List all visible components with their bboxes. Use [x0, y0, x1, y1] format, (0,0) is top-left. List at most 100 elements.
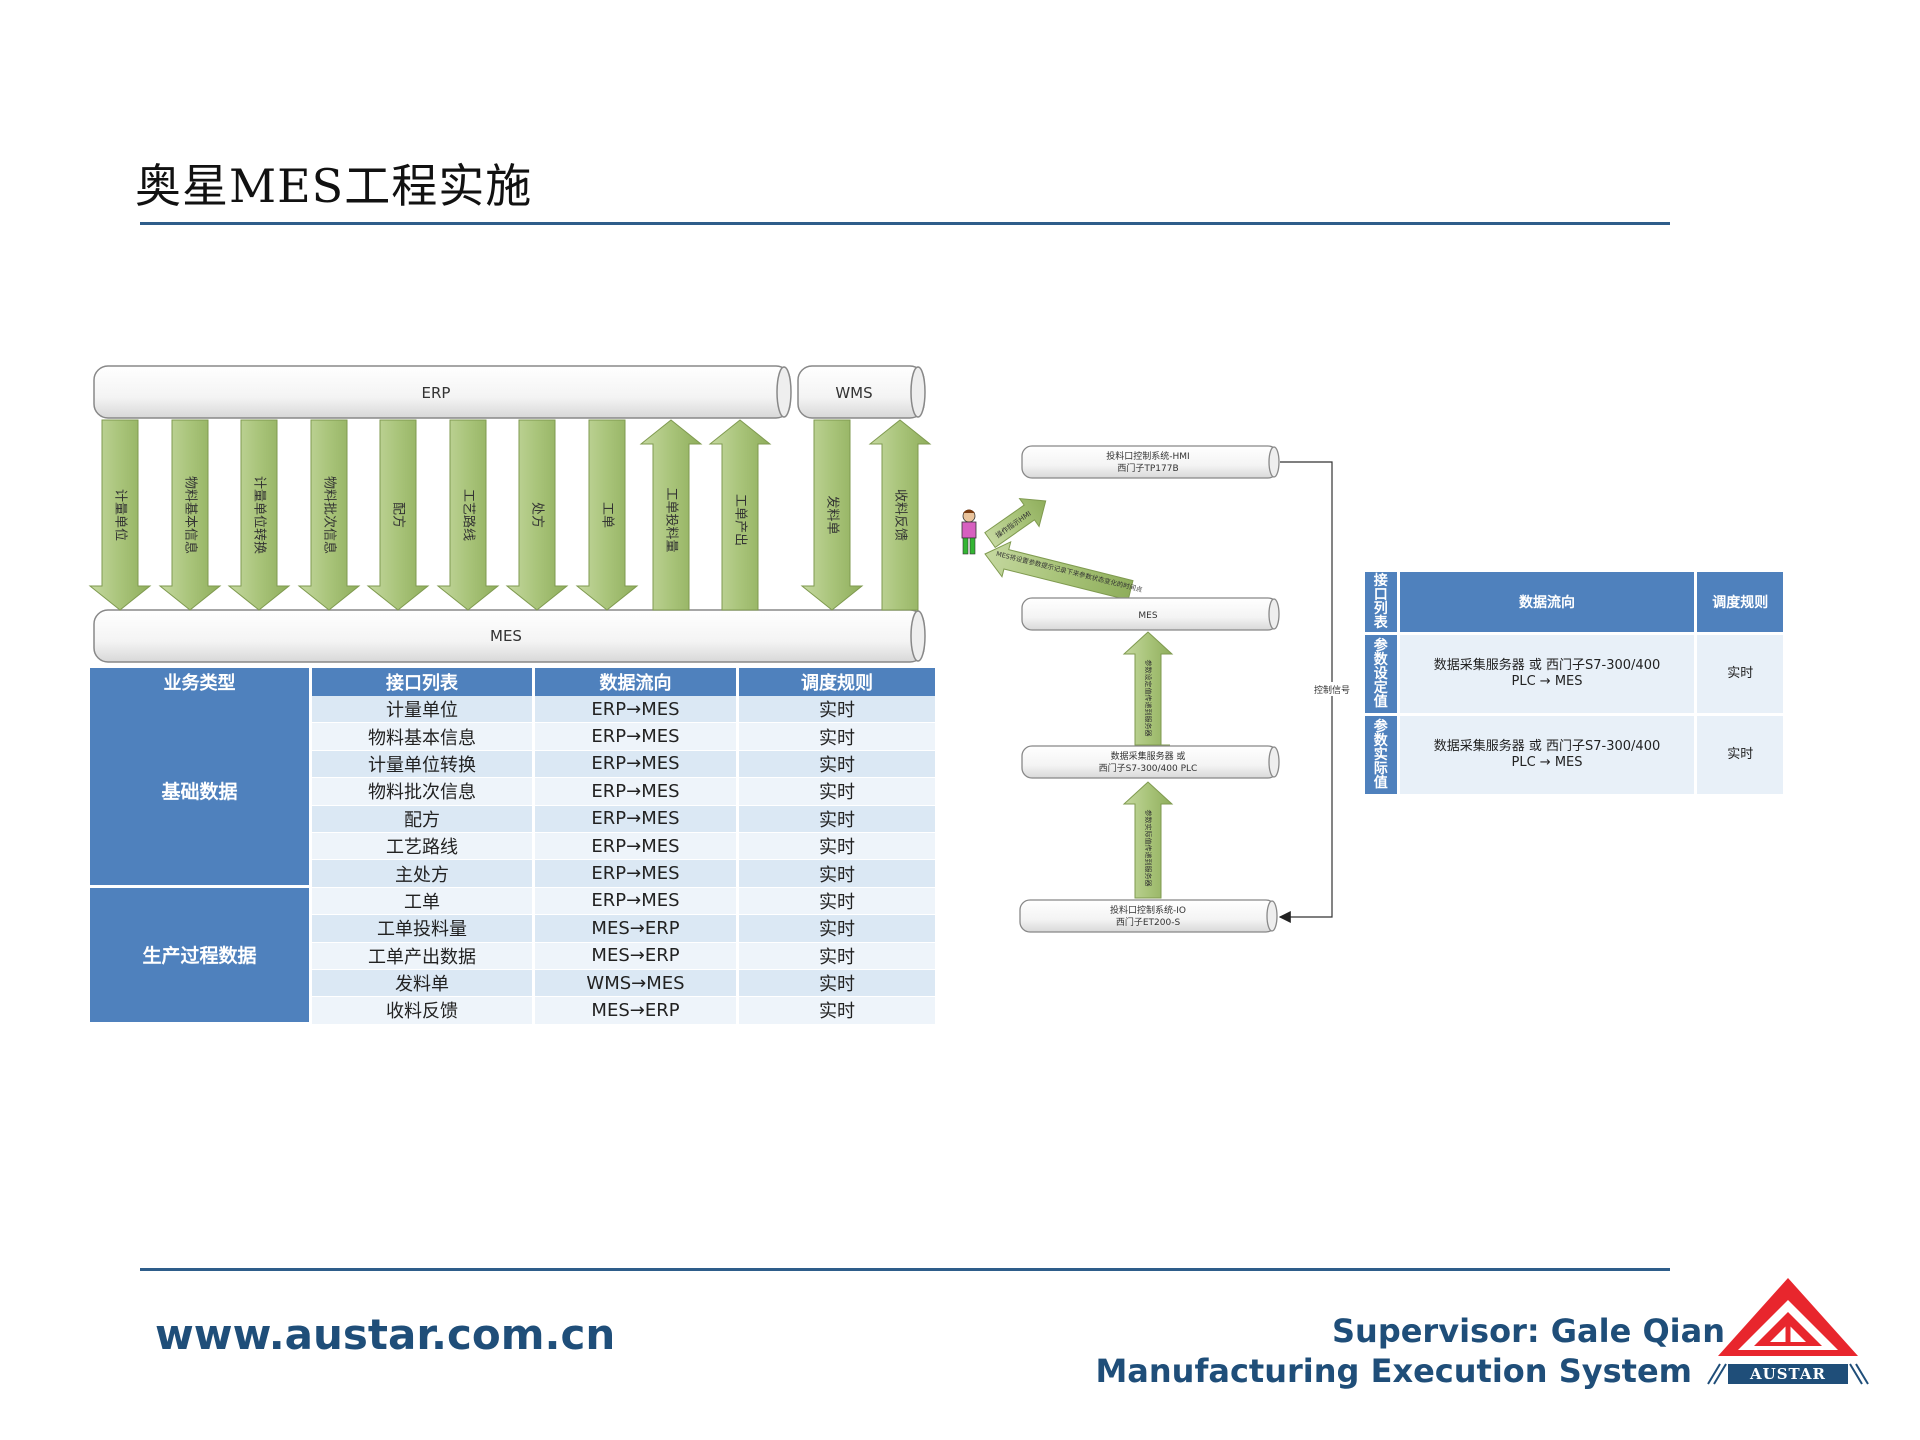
interface-name: 工艺路线	[312, 832, 535, 861]
hmi-label-line1: 投料口控制系统-HMI	[1106, 450, 1189, 462]
schedule-rule: 实时	[739, 778, 938, 806]
header-divider	[140, 222, 1670, 225]
down-arrow-label: 物料批次信息	[322, 476, 338, 554]
setpoint-up-arrow: 参数设定值传递到服务器	[1122, 631, 1174, 746]
data-flow: ERP→MES	[535, 832, 739, 861]
server-label-line2: 西门子S7-300/400 PLC	[1099, 762, 1198, 774]
down-arrow-label: 物料基本信息	[183, 476, 199, 554]
interface-name: 收料反馈	[312, 997, 535, 1025]
table-row: 工艺路线 ERP→MES 实时	[90, 832, 938, 861]
schedule-rule: 实时	[739, 723, 938, 751]
down-arrow-1: 计量单位	[88, 419, 152, 611]
param-header-data-flow: 数据流向	[1399, 572, 1698, 635]
control-signal-connector: 控制信号	[1278, 461, 1350, 923]
down-arrow-2: 物料基本信息	[158, 419, 222, 611]
interface-name: 工单产出数据	[312, 942, 535, 970]
wms-down-arrow: 发料单	[800, 419, 864, 611]
data-flow: ERP→MES	[535, 778, 739, 806]
data-flow: ERP→MES	[535, 887, 739, 916]
param-header-row: 接口列表 数据流向 调度规则	[1365, 572, 1786, 635]
server-label-line1: 数据采集服务器 或	[1111, 750, 1186, 762]
interface-name: 配方	[312, 805, 535, 833]
interface-name: 主处方	[312, 860, 535, 888]
table-header-row: 业务类型 接口列表 数据流向 调度规则	[90, 668, 938, 696]
io-label-line2: 西门子ET200-S	[1116, 916, 1181, 928]
schedule-rule: 实时	[739, 942, 938, 970]
actual-value-arrow-label: 参数实际值传递到服务器	[1144, 810, 1153, 887]
table-row: 计量单位转换 ERP→MES 实时	[90, 750, 938, 779]
param-flow-line1: 数据采集服务器 或 西门子S7-300/400	[1433, 739, 1661, 754]
down-arrow-label: 工艺路线	[461, 489, 477, 541]
interface-name: 工单投料量	[312, 915, 535, 943]
wms-down-label: 发料单	[825, 495, 841, 534]
data-server-pipe: 数据采集服务器 或 西门子S7-300/400 PLC	[1021, 745, 1280, 779]
table-row: 工单产出数据 MES→ERP 实时	[90, 942, 938, 970]
wms-up-label: 收料反馈	[893, 489, 908, 541]
mes-label: MES	[490, 627, 522, 645]
param-name: 参数设定值	[1365, 635, 1400, 716]
wms-up-arrow: 收料反馈	[868, 419, 932, 611]
data-flow: ERP→MES	[535, 805, 739, 833]
erp-label: ERP	[422, 384, 451, 402]
mes-pipe: MES	[93, 609, 926, 663]
up-arrow-label: 工单产出	[733, 494, 748, 546]
down-arrow-label: 计量单位	[113, 489, 128, 541]
param-flow-line2: PLC → MES	[1511, 674, 1583, 689]
setpoint-arrow-label: 参数设定值传递到服务器	[1144, 660, 1153, 737]
header-business-type: 业务类型	[90, 668, 312, 696]
hmi-pipe: 投料口控制系统-HMI 西门子TP177B	[1021, 445, 1280, 479]
param-rule: 实时	[1697, 716, 1786, 797]
param-flow: 数据采集服务器 或 西门子S7-300/400 PLC → MES	[1399, 716, 1698, 797]
page-title: 奥星MES工程实施	[135, 159, 533, 213]
header-data-flow: 数据流向	[535, 668, 739, 696]
param-flow: 数据采集服务器 或 西门子S7-300/400 PLC → MES	[1399, 635, 1698, 716]
header-schedule-rule: 调度规则	[739, 668, 938, 696]
hmi-label-line2: 西门子TP177B	[1117, 462, 1178, 474]
data-flow: ERP→MES	[535, 696, 739, 724]
param-header-schedule-rule: 调度规则	[1697, 572, 1786, 635]
up-arrow-label: 工单投料量	[664, 487, 680, 552]
erp-mes-flow-diagram: ERP WMS MES 计量单位 物料基本信息 计量单位转换 物料批次信息 配方…	[88, 365, 932, 663]
table-row: 发料单 WMS→MES 实时	[90, 969, 938, 998]
schedule-rule: 实时	[739, 805, 938, 833]
austar-logo-text: AUSTAR	[1749, 1365, 1826, 1383]
control-mes-label: MES	[1138, 611, 1157, 621]
austar-logo: AUSTAR	[1707, 1278, 1869, 1385]
website-link[interactable]: www.austar.com.cn	[155, 1310, 616, 1359]
param-flow-line1: 数据采集服务器 或 西门子S7-300/400	[1433, 658, 1661, 673]
io-pipe: 投料口控制系统-IO 西门子ET200-S	[1019, 899, 1278, 933]
down-arrow-7: 处方	[505, 419, 569, 611]
footer-divider	[140, 1268, 1670, 1271]
erp-pipe: ERP	[93, 365, 792, 419]
down-arrow-3: 计量单位转换	[227, 419, 291, 611]
table-row: 物料基本信息 ERP→MES 实时	[90, 723, 938, 751]
header-interface-list: 接口列表	[312, 668, 535, 696]
down-arrow-label: 处方	[530, 502, 546, 528]
down-arrow-5: 配方	[366, 419, 430, 611]
up-arrow-2: 工单产出	[708, 419, 772, 611]
operator-person-icon	[961, 509, 977, 555]
table-row: 工单投料量 MES→ERP 实时	[90, 915, 938, 943]
table-row: 参数设定值 数据采集服务器 或 西门子S7-300/400 PLC → MES …	[1365, 635, 1786, 716]
interface-name: 计量单位	[312, 696, 535, 724]
supervisor-text: Supervisor: Gale Qian	[1331, 1312, 1725, 1350]
param-rule: 实时	[1697, 635, 1786, 716]
schedule-rule: 实时	[739, 750, 938, 779]
austar-logo-mark	[1707, 1278, 1869, 1385]
table-row: 配方 ERP→MES 实时	[90, 805, 938, 833]
table-row: 基础数据 计量单位 ERP→MES 实时	[90, 696, 938, 888]
group-production-data: 生产过程数据	[90, 887, 312, 1025]
down-arrow-label: 工单	[600, 502, 615, 528]
schedule-rule: 实时	[739, 887, 938, 916]
table-row: 生产过程数据 工单 ERP→MES 实时	[90, 887, 938, 1025]
data-flow: ERP→MES	[535, 860, 739, 888]
system-name-text: Manufacturing Execution System	[1095, 1352, 1692, 1390]
wms-label: WMS	[835, 384, 872, 402]
interface-name: 发料单	[312, 969, 535, 998]
data-flow: WMS→MES	[535, 969, 739, 998]
data-flow: MES→ERP	[535, 997, 739, 1025]
schedule-rule: 实时	[739, 832, 938, 861]
param-flow-line2: PLC → MES	[1511, 755, 1583, 770]
group-basic-data: 基础数据	[90, 696, 312, 888]
hmi-instruction-arrow: 操作指示HMI	[984, 497, 1047, 549]
